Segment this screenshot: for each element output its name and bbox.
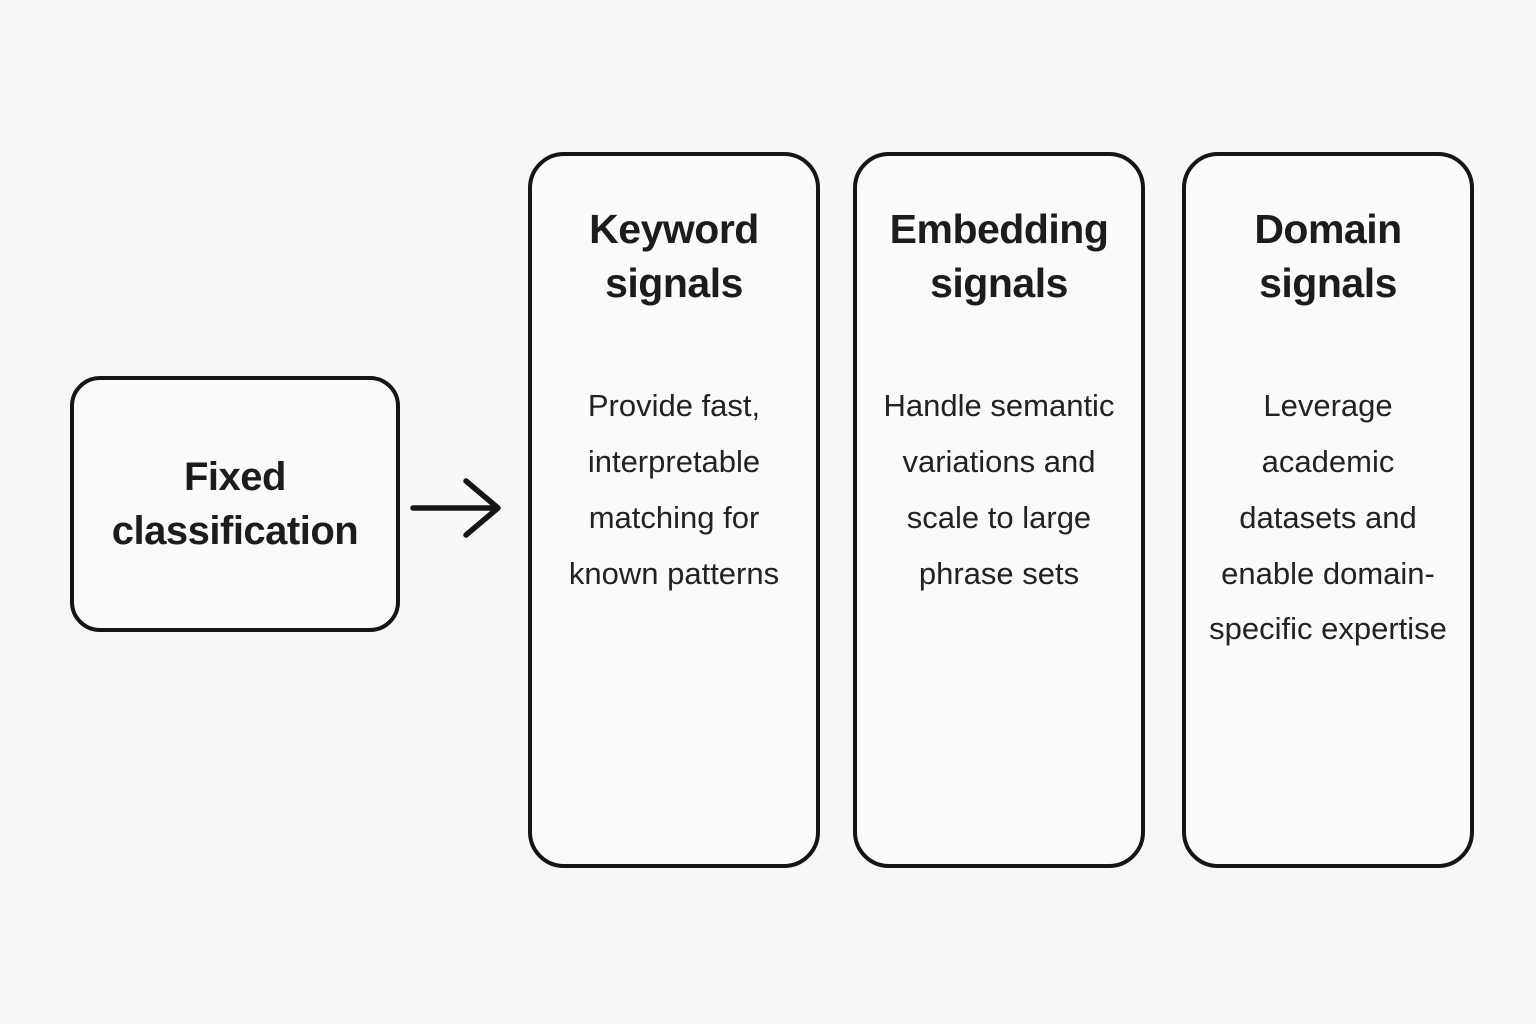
right-arrow-icon bbox=[410, 478, 501, 538]
keyword-signals-card: Keyword signals Provide fast, interpreta… bbox=[528, 152, 820, 868]
domain-signals-card: Domain signals Leverage academic dataset… bbox=[1182, 152, 1474, 868]
fixed-classification-node: Fixed classification bbox=[70, 376, 400, 632]
keyword-signals-description: Provide fast, interpretable matching for… bbox=[568, 388, 780, 591]
embedding-signals-card: Embedding signals Handle semantic variat… bbox=[853, 152, 1145, 868]
keyword-signals-title: Keyword signals bbox=[589, 206, 759, 307]
embedding-signals-description: Handle semantic variations and scale to … bbox=[883, 388, 1115, 591]
embedding-signals-title: Embedding signals bbox=[889, 206, 1109, 307]
fixed-classification-label: Fixed classification bbox=[111, 455, 359, 553]
domain-signals-description: Leverage academic datasets and enable do… bbox=[1209, 388, 1447, 647]
domain-signals-title: Domain signals bbox=[1254, 206, 1402, 307]
